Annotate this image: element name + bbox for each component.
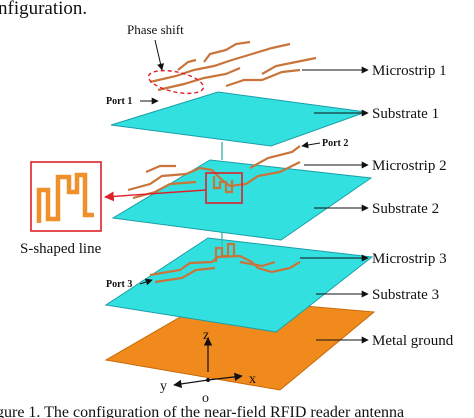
axis-label-y: y <box>160 379 167 394</box>
microstrip-2-traces <box>127 142 301 200</box>
s-line-inset-box <box>30 161 102 232</box>
substrate-3-plane <box>104 237 374 333</box>
axis-label-z: z <box>203 328 209 343</box>
arrow-port-2 <box>301 141 321 149</box>
microstrip-3-traces <box>149 232 301 284</box>
label-s-shaped-line: S-shaped line <box>20 241 102 257</box>
label-substrate-1: Substrate 1 <box>372 106 439 122</box>
label-substrate-2: Substrate 2 <box>372 201 439 217</box>
s-line-pointer-arrow <box>104 189 207 202</box>
label-metal-ground: Metal ground <box>372 333 454 349</box>
arrow-port-3 <box>139 278 153 286</box>
caption-fragment: gure 1. The configuration of the near-fi… <box>0 404 404 418</box>
label-microstrip-1: Microstrip 1 <box>372 63 447 79</box>
microstrip-1-traces <box>149 40 317 92</box>
axis-label-x: x <box>249 372 256 387</box>
coordinate-axes <box>173 337 243 389</box>
label-substrate-3: Substrate 3 <box>372 287 439 303</box>
metal-ground-plane <box>104 297 376 391</box>
arrow-phase-shift <box>154 39 164 71</box>
label-port-3: Port 3 <box>106 279 132 290</box>
label-port-1: Port 1 <box>106 96 132 107</box>
label-phase-shift: Phase shift <box>127 22 184 37</box>
label-port-2: Port 2 <box>322 138 348 149</box>
s-shaped-line-trace <box>36 172 94 223</box>
label-microstrip-2: Microstrip 2 <box>372 158 447 174</box>
top-text-fragment: nfiguration. <box>0 0 87 19</box>
axis-label-origin: o <box>202 391 209 406</box>
s-line-highlight-box <box>205 172 243 204</box>
label-microstrip-3: Microstrip 3 <box>372 251 447 267</box>
phase-shift-ellipse <box>147 69 205 95</box>
